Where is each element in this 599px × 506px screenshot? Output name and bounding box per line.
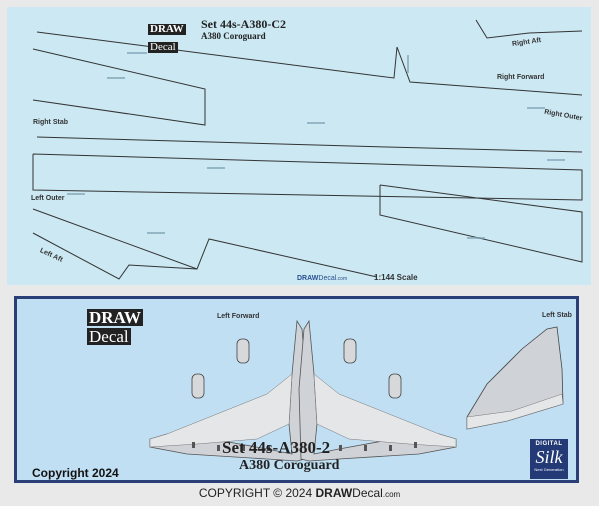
sheet-logo-bottom: Decal	[148, 41, 178, 53]
footer-brand-suffix: .com	[382, 490, 401, 499]
sheet-brand-bold: DRAW	[297, 275, 319, 282]
sheet-logo-top: DRAW	[148, 23, 186, 35]
outline-middle-band	[32, 153, 583, 201]
footer-copyright: COPYRIGHT © 2024 DRAWDecal.com	[0, 486, 599, 500]
decal-outlines	[32, 19, 583, 280]
card-logo-top: DRAW	[87, 308, 143, 327]
sheet-brand: DRAWDecal.com	[297, 275, 347, 282]
label-left-stab: Left Stab	[542, 312, 572, 319]
label-right-forward: Right Forward	[497, 74, 545, 81]
card-logo: DRAW Decal	[87, 309, 143, 347]
outline-left-outer	[379, 184, 583, 263]
instruction-card: DRAW Decal Left Forward Left Stab Set 44…	[14, 296, 579, 483]
sheet-brand-suffix: .com	[336, 276, 348, 282]
digital-silk-badge: DIGITAL Silk Next Generation	[530, 439, 568, 479]
card-copyright: Copyright 2024	[32, 466, 119, 480]
outline-left-aft	[32, 232, 198, 280]
outline-right-stab	[36, 136, 583, 153]
badge-top: DIGITAL	[535, 441, 563, 447]
label-left-outer: Left Outer	[31, 195, 65, 202]
badge-main: Silk	[535, 447, 563, 467]
outline-upper-left	[32, 48, 206, 126]
sheet-set-title: Set 44s-A380-C2	[201, 17, 286, 31]
sheet-subtitle: A380 Coroguard	[201, 31, 266, 41]
sheet-brand-light: Decal	[318, 275, 337, 282]
badge-bottom: Next Generation	[534, 467, 564, 472]
decal-sheet: DRAW Decal Set 44s-A380-C2 A380 Coroguar…	[7, 7, 591, 285]
footer-prefix: COPYRIGHT © 2024	[198, 486, 316, 500]
footer-brand-bold: DRAW	[315, 486, 353, 500]
outline-lower-left	[32, 208, 378, 278]
label-left-forward: Left Forward	[217, 313, 260, 320]
card-set-title: Set 44s-A380-2	[222, 438, 331, 457]
outline-strip-top	[36, 31, 583, 96]
footer-brand-light: Decal	[352, 486, 383, 500]
outline-right-aft	[475, 19, 583, 39]
sheet-scale: 1:144 Scale	[374, 273, 418, 282]
card-subtitle: A380 Coroguard	[239, 458, 340, 473]
label-right-stab: Right Stab	[33, 119, 68, 126]
instruction-illustration	[149, 319, 564, 462]
card-logo-bottom: Decal	[87, 327, 131, 346]
sheet-logo: DRAW Decal	[148, 19, 186, 55]
right-wing-drawing	[298, 319, 457, 462]
